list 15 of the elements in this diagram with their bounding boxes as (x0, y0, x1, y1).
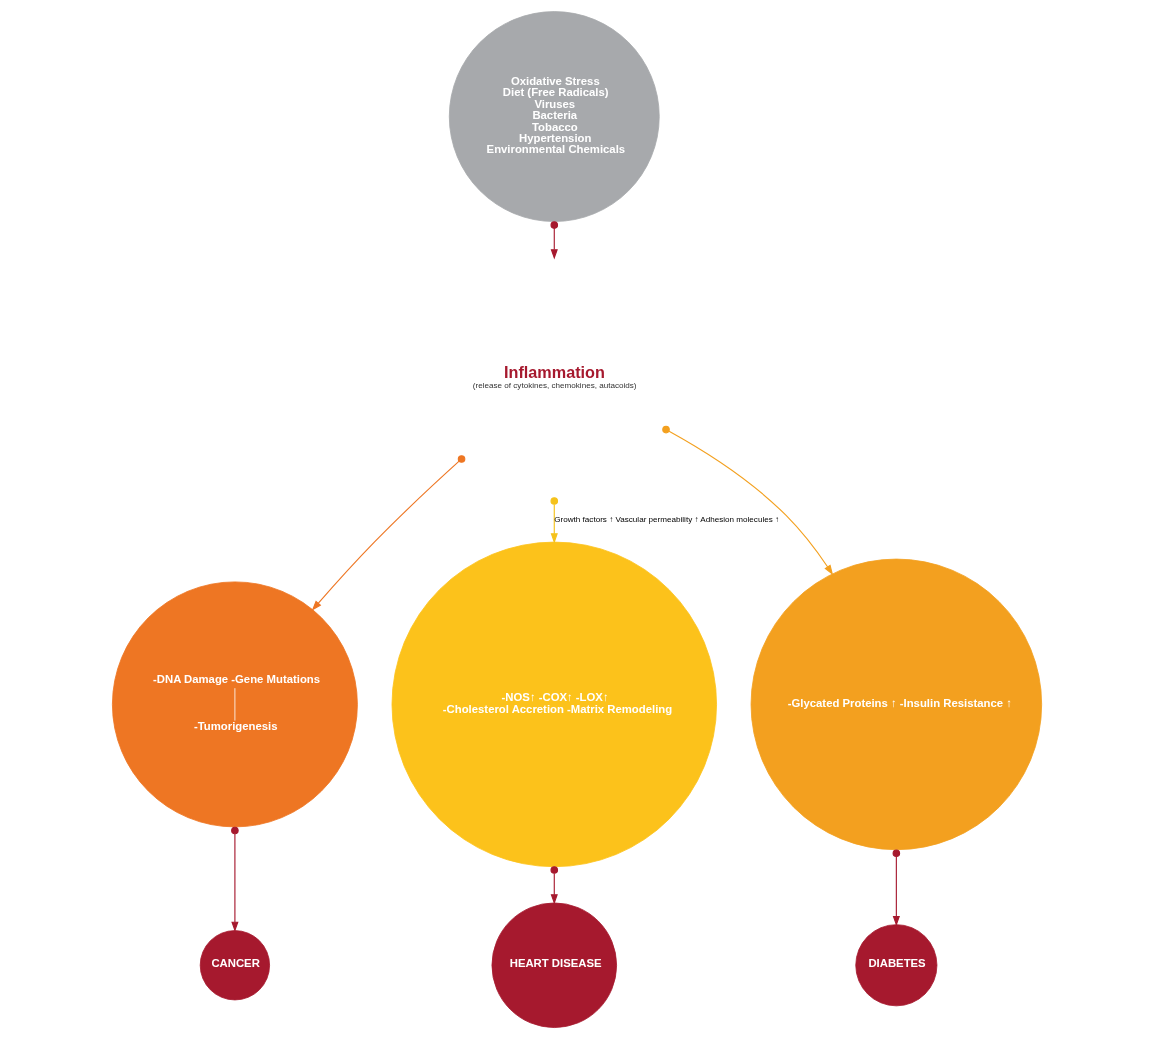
arrow (662, 425, 834, 576)
node-text: Inflammation (release of cytokines, chemokines, autacoids) (472, 362, 637, 390)
node-circle: DIABETES (855, 924, 938, 1007)
node-circle: -NOS↑ -COX↑ -LOX↑ -Cholesterol Accretion -Matrix Remodeling (391, 541, 717, 868)
node-circle: -DNA Damage -Gene Mutations -Tumorigenesis (112, 581, 358, 828)
arrow (892, 849, 901, 927)
node-circle: -Glycated Proteins ↑ -Insulin Resistance ↑ (750, 558, 1043, 851)
node-circle: HEART DISEASE (491, 902, 617, 1028)
arrow (550, 497, 559, 544)
arrow (550, 866, 559, 905)
node-circle: Oxidative Stress Diet (Free Radicals) Viruses Bacteria Tobacco Hypertension Environmental Chemicals (448, 11, 660, 222)
node-circle: CANCER (199, 930, 270, 1001)
arrow (311, 455, 466, 611)
arrow (550, 221, 559, 260)
arrow (231, 826, 239, 933)
